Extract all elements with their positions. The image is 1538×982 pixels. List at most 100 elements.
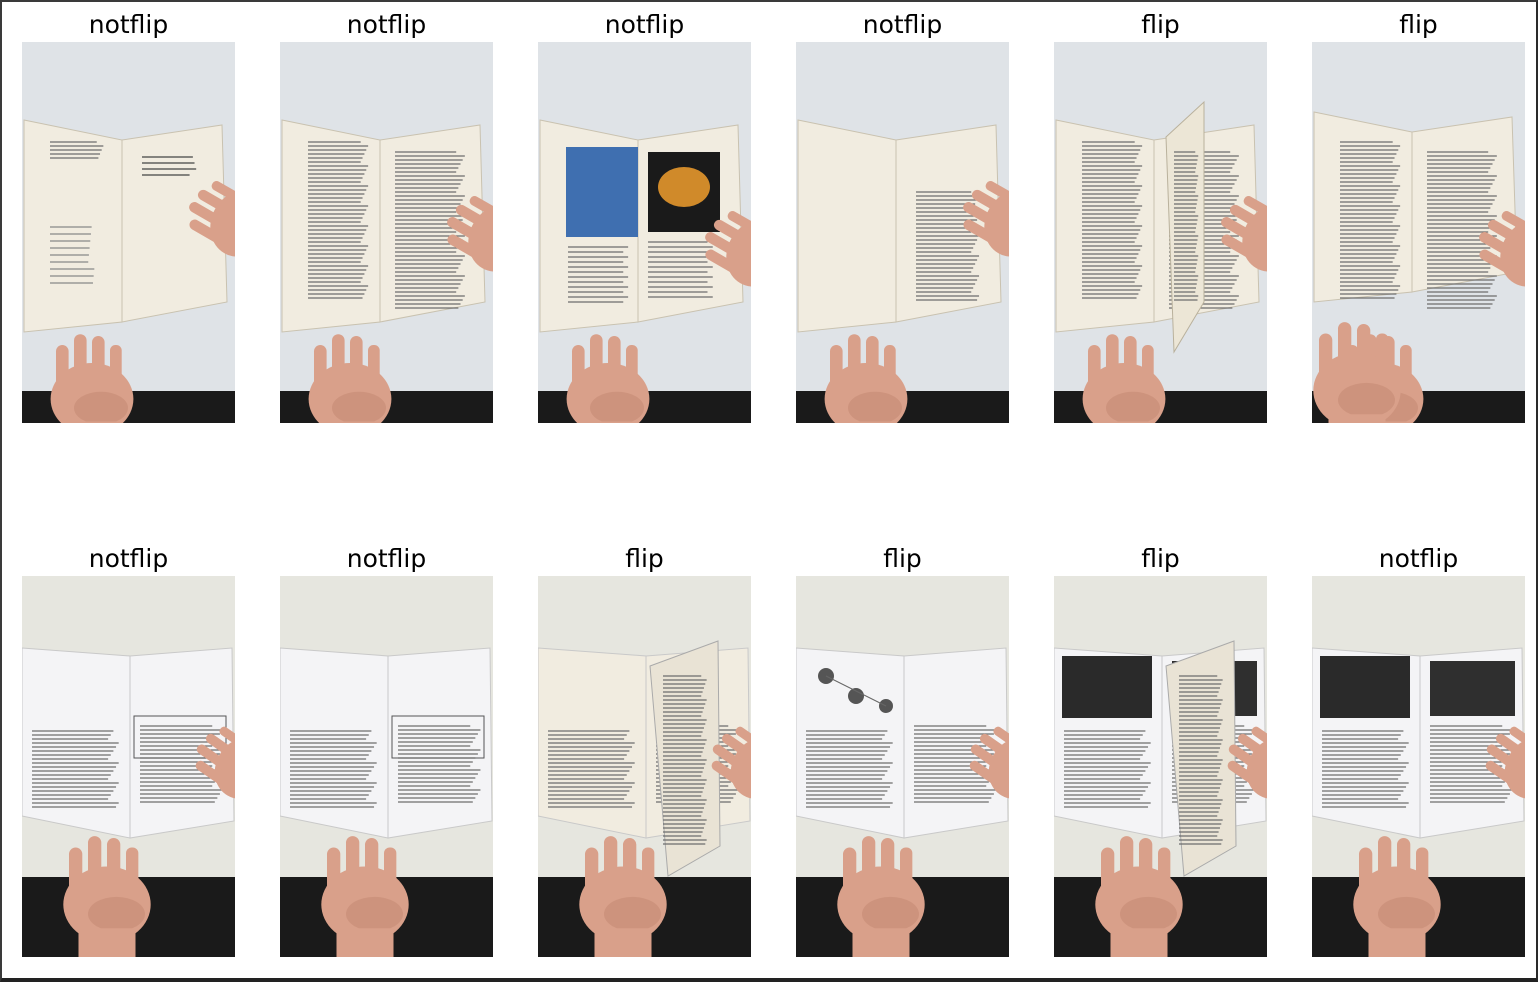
- hand: [837, 836, 925, 957]
- hand: [447, 195, 493, 272]
- finger: [327, 847, 341, 900]
- finger: [1319, 333, 1333, 386]
- cell-label: notflip: [862, 10, 943, 39]
- finger: [74, 334, 87, 396]
- finger: [447, 234, 485, 261]
- wrist: [852, 928, 910, 957]
- photo-canvas: [1054, 42, 1267, 423]
- right-page: [387, 647, 493, 839]
- cell-label: notflip: [1378, 544, 1459, 573]
- finger: [572, 345, 585, 395]
- photo-canvas: [1312, 576, 1525, 957]
- screenshot-print: [1320, 656, 1410, 718]
- wrist: [336, 928, 394, 957]
- finger: [1479, 249, 1517, 276]
- wrist: [581, 421, 635, 423]
- finger: [1251, 726, 1267, 754]
- screenshot-print: [1430, 661, 1515, 716]
- hand: [969, 726, 1009, 799]
- cell-label: notflip: [346, 544, 427, 573]
- finger: [1228, 744, 1267, 776]
- finger: [1221, 234, 1259, 261]
- palm-shadow: [1106, 391, 1160, 423]
- finger: [1416, 847, 1429, 901]
- finger: [1495, 733, 1525, 765]
- cell-label: flip: [1399, 10, 1438, 39]
- finger: [862, 836, 876, 901]
- book-photo: [796, 576, 1009, 957]
- grid-cell: flip: [538, 542, 751, 957]
- grid-cell: notflip: [796, 8, 1009, 423]
- finger: [69, 847, 83, 900]
- photo-canvas: [796, 576, 1009, 957]
- finger: [1139, 838, 1153, 901]
- book-photo: [280, 42, 493, 423]
- finger: [585, 847, 599, 900]
- finger: [608, 336, 621, 396]
- wrist: [323, 421, 377, 423]
- finger: [721, 733, 751, 765]
- wrist: [1368, 928, 1426, 957]
- hand: [1479, 210, 1525, 287]
- palm-shadow: [862, 896, 919, 932]
- hand: [1313, 322, 1401, 423]
- grid-cell: flip: [1054, 542, 1267, 957]
- finger: [1106, 334, 1119, 396]
- book-photo: [796, 42, 1009, 423]
- grid-cell: notflip: [280, 8, 493, 423]
- finger: [1509, 726, 1525, 754]
- open-book: [538, 640, 751, 877]
- photo-canvas: [22, 576, 235, 957]
- finger: [705, 249, 743, 276]
- finger: [195, 760, 229, 788]
- finger: [314, 345, 327, 395]
- palm-shadow: [74, 391, 128, 423]
- finger: [1487, 219, 1525, 250]
- cell-label: notflip: [346, 10, 427, 39]
- finger: [970, 744, 1009, 776]
- photo-canvas: [538, 42, 751, 423]
- book-photo: [22, 576, 235, 957]
- finger: [365, 838, 379, 901]
- finger: [346, 836, 360, 901]
- photo-canvas: [22, 42, 235, 423]
- wrist: [594, 928, 652, 957]
- finger: [196, 744, 235, 776]
- grid-cell: notflip: [22, 542, 235, 957]
- finger: [1229, 204, 1267, 235]
- finger: [963, 202, 1009, 233]
- open-book: [280, 647, 493, 839]
- open-book: [1054, 640, 1267, 877]
- finger: [979, 733, 1009, 765]
- hand: [1082, 334, 1166, 423]
- left-page: [23, 119, 123, 333]
- hand: [50, 334, 134, 423]
- finger: [993, 726, 1009, 754]
- grid-cell: notflip: [538, 8, 751, 423]
- finger: [189, 202, 235, 233]
- open-book: [1313, 111, 1518, 309]
- screenshot-print: [1062, 656, 1152, 718]
- finger: [205, 733, 235, 765]
- finger: [604, 836, 618, 901]
- hand: [705, 210, 751, 287]
- hand: [63, 836, 151, 957]
- finger: [350, 336, 363, 396]
- finger: [1376, 333, 1389, 387]
- grid-cell: flip: [796, 542, 1009, 957]
- open-book: [539, 119, 744, 333]
- hand: [189, 180, 235, 257]
- finger: [848, 334, 861, 396]
- hand: [824, 334, 908, 423]
- finger: [884, 345, 896, 396]
- book-photo: [538, 42, 751, 423]
- finger: [1378, 836, 1392, 901]
- finger: [1357, 324, 1371, 387]
- wrist: [1328, 414, 1386, 423]
- finger: [969, 760, 1003, 788]
- photo-canvas: [1312, 42, 1525, 423]
- hand: [308, 334, 392, 423]
- cell-label: flip: [1141, 544, 1180, 573]
- finger: [727, 210, 751, 238]
